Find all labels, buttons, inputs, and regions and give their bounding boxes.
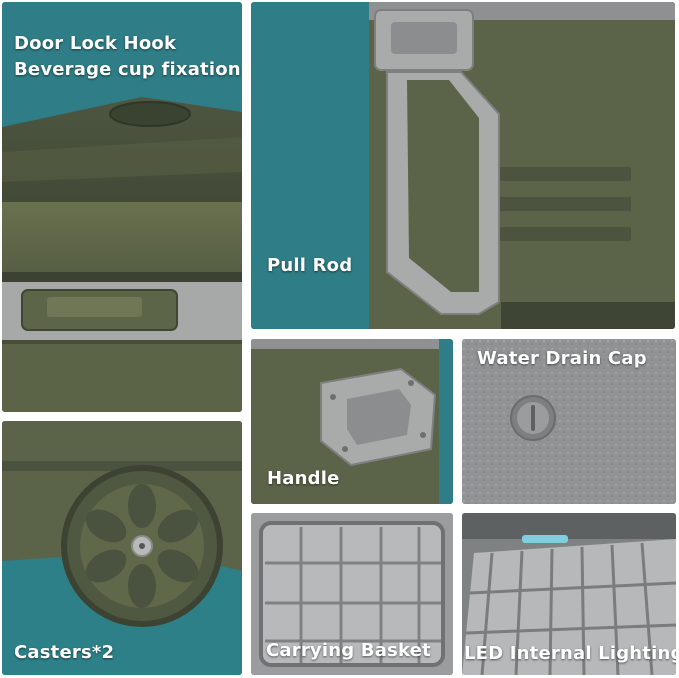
pull-rod-photo [251,2,675,329]
casters-panel: Casters*2 [2,421,242,675]
pull-rod-panel: Pull Rod [251,2,675,329]
door-lock-photo [2,2,242,412]
door-lock-subtitle: Beverage cup fixation [14,59,241,80]
drain-cap-photo [462,339,676,504]
handle-photo [251,339,453,504]
basket-photo [251,513,453,675]
pull-rod-label: Pull Rod [267,255,353,276]
handle-panel: Handle [251,339,453,504]
led-photo [462,513,676,675]
basket-label: Carrying Basket [266,640,431,661]
led-panel: LED Internal Lighting [462,513,676,675]
drain-cap-label: Water Drain Cap [477,348,647,369]
drain-cap-panel: Water Drain Cap [462,339,676,504]
handle-label: Handle [267,468,340,489]
casters-label: Casters*2 [14,642,115,663]
casters-photo [2,421,242,675]
door-lock-title: Door Lock Hook [14,33,177,54]
led-label: LED Internal Lighting [464,643,676,664]
basket-panel: Carrying Basket [251,513,453,675]
door-lock-panel: Door Lock Hook Beverage cup fixation [2,2,242,412]
